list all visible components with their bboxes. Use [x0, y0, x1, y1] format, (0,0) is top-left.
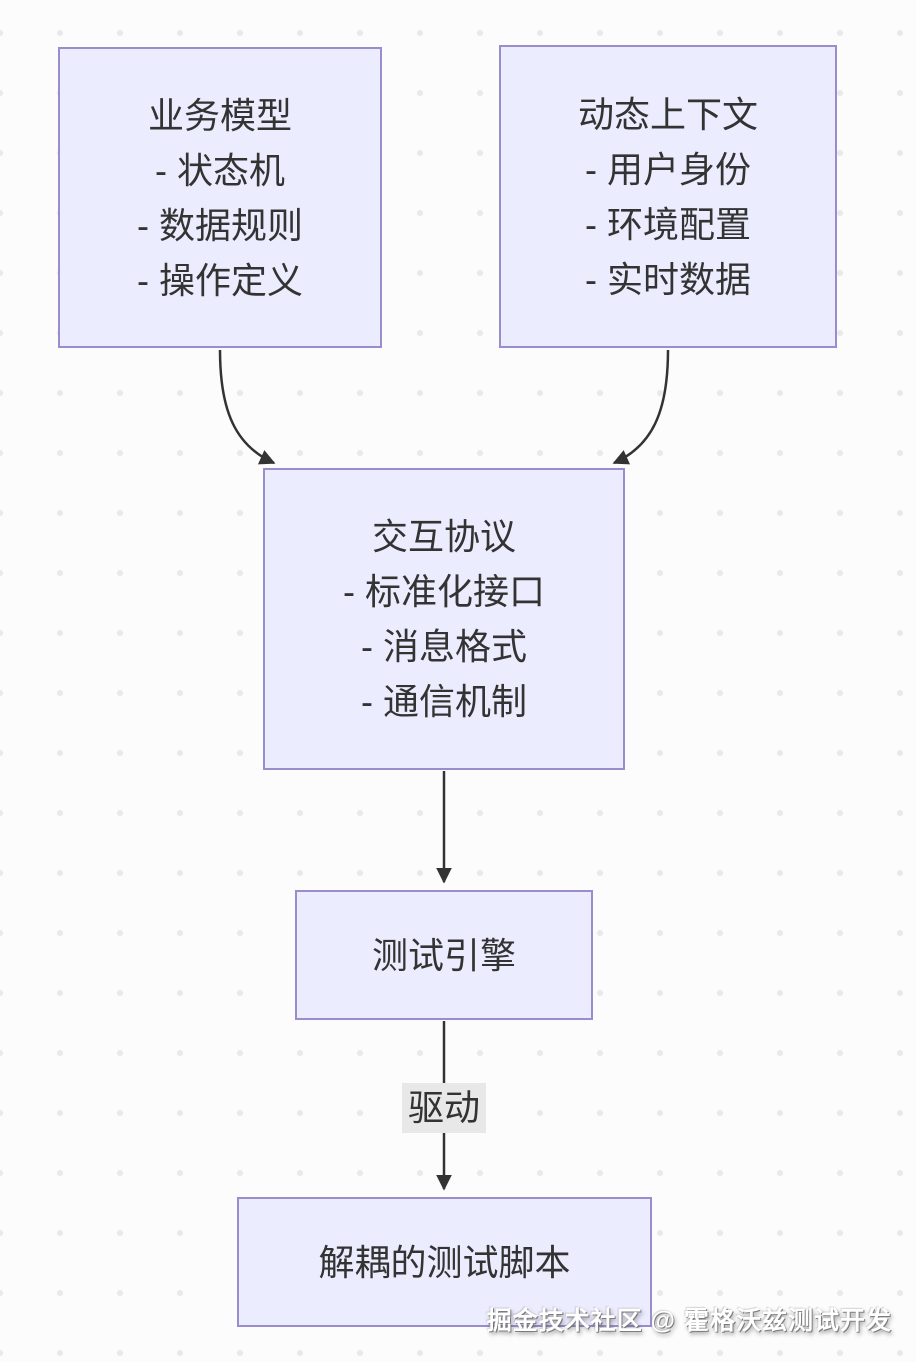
node-dynamic-context: 动态上下文 - 用户身份 - 环境配置 - 实时数据: [499, 45, 837, 348]
node-item: - 通信机制: [361, 681, 527, 722]
node-decoupled-test-scripts: 解耦的测试脚本: [237, 1197, 652, 1327]
node-item: - 状态机: [155, 149, 285, 191]
edge-label-drive: 驱动: [401, 1083, 487, 1133]
node-test-engine: 测试引擎: [295, 890, 593, 1020]
node-title: 交互协议: [371, 516, 516, 557]
node-item: - 环境配置: [585, 203, 751, 245]
node-item: - 用户身份: [585, 148, 751, 190]
edge-business-to-protocol: [218, 349, 276, 465]
node-item: - 消息格式: [361, 626, 527, 667]
edge-context-to-protocol: [612, 349, 670, 465]
node-item: - 标准化接口: [343, 571, 545, 612]
node-business-model: 业务模型 - 状态机 - 数据规则 - 操作定义: [58, 47, 382, 348]
node-item: - 数据规则: [137, 204, 303, 246]
node-interaction-protocol: 交互协议 - 标准化接口 - 消息格式 - 通信机制: [263, 468, 625, 770]
node-item: - 操作定义: [137, 259, 303, 301]
node-title: 解耦的测试脚本: [318, 1241, 571, 1283]
node-title: 测试引擎: [371, 934, 516, 976]
node-title: 动态上下文: [577, 93, 758, 135]
watermark-text: 掘金技术社区 @ 霍格沃兹测试开发: [486, 1307, 892, 1335]
node-item: - 实时数据: [585, 258, 751, 300]
node-title: 业务模型: [147, 94, 292, 136]
